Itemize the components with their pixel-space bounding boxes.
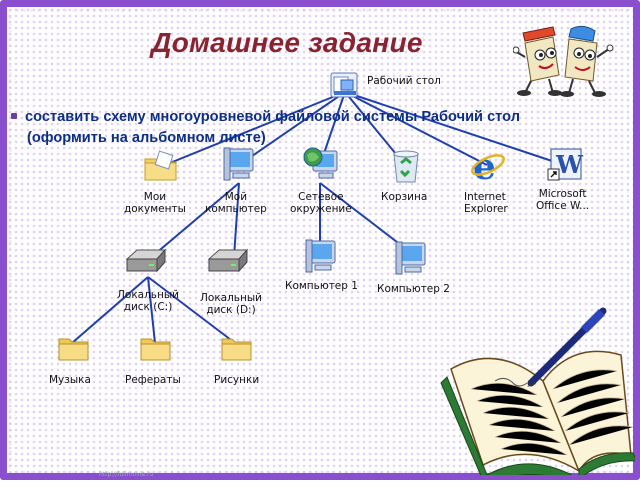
tree-connectors [71,91,565,344]
network-places-icon [303,147,338,179]
edge-mycomputer-diskd [233,182,240,258]
label-desktop: Рабочий стол [367,75,441,87]
computer-1-icon [305,239,336,273]
edge-diskc-essays [147,276,156,344]
local-disk-c-icon [125,248,167,273]
footer-url: http://fullmovie.ru [99,471,154,478]
edge-network-comp2 [319,182,411,253]
task-line-2: (оформить на альбомном листе) [27,130,266,146]
edge-root-mycomputer [238,91,346,166]
computer-2-icon [395,241,426,275]
recycle-bin-icon [393,150,419,183]
label-computer-2: Компьютер 2 [377,283,450,295]
task-line-1: составить схему многоуровневой файловой … [25,109,520,125]
bullet-marker [11,113,17,119]
edge-mycomputer-diskc [147,182,240,261]
open-book-quill-illustration [440,307,635,475]
edge-diskc-pictures [147,276,236,344]
slide-title: Домашнее задание [151,27,423,58]
desktop-icon [330,72,358,98]
my-computer-icon [223,147,254,181]
edge-diskc-music [71,276,149,344]
cartoon-characters-illustration [513,25,614,97]
label-folder-essays: Рефераты [125,374,181,386]
local-disk-d-icon [207,248,249,273]
label-folder-music: Музыка [49,374,91,386]
microsoft-word-icon: W [547,148,584,181]
svg-text:W: W [555,150,584,179]
folder-pictures-icon [221,338,252,361]
label-folder-pictures: Рисунки [214,374,260,386]
edge-root-mydocs [159,91,346,168]
my-documents-icon [144,150,177,181]
folder-essays-icon [140,338,171,361]
edge-root-office [344,91,565,166]
label-computer-1: Компьютер 1 [285,280,358,292]
label-recycle-bin: Корзина [381,191,428,203]
internet-explorer-icon: e [471,146,505,185]
folder-music-icon [58,338,89,361]
edge-root-ie [344,91,488,166]
